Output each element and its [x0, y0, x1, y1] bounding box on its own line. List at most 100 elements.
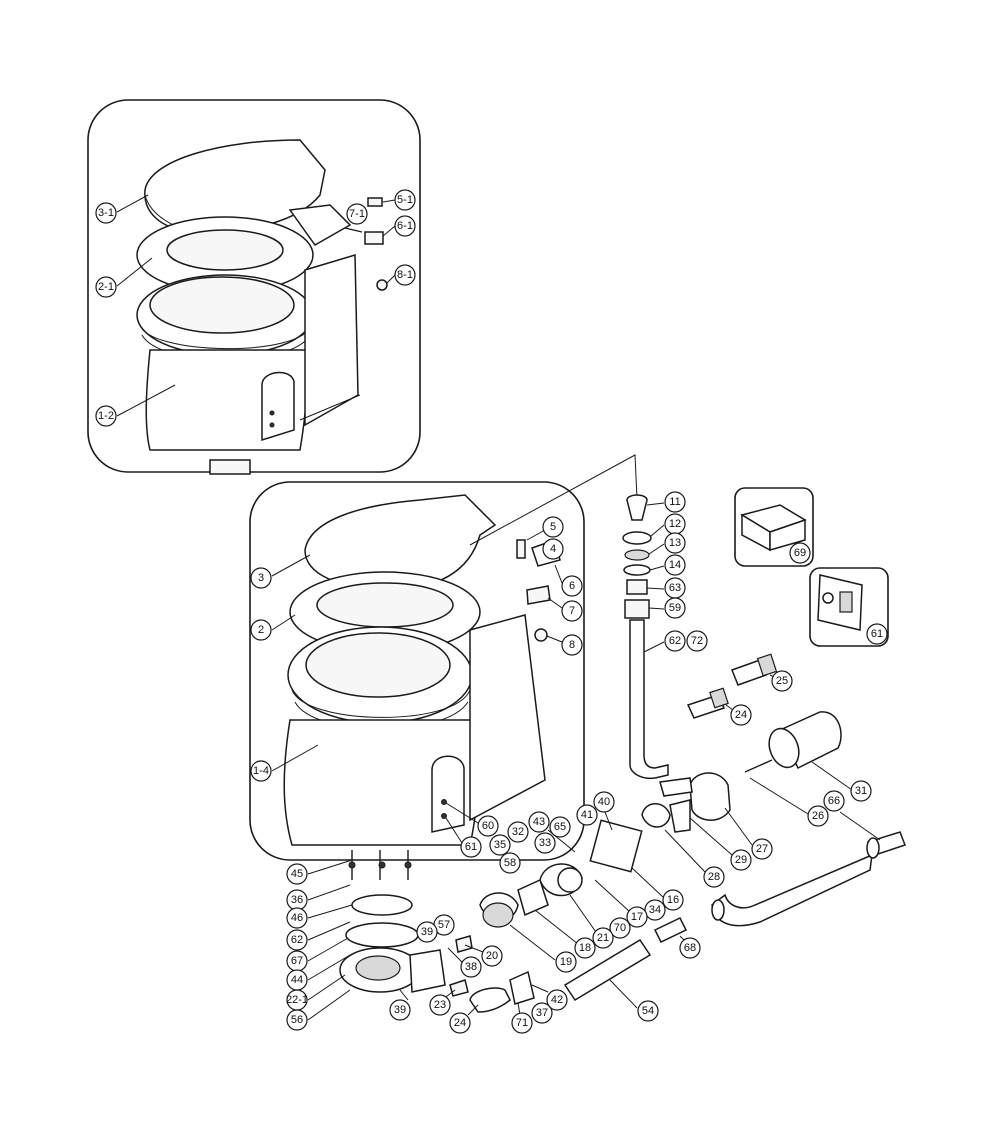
svg-text:25: 25	[776, 675, 788, 687]
svg-text:42: 42	[551, 994, 563, 1006]
svg-text:34: 34	[649, 904, 661, 916]
svg-text:3: 3	[258, 572, 264, 584]
main-toilet-assembly	[249, 481, 585, 880]
svg-text:69: 69	[794, 547, 806, 559]
svg-text:61: 61	[871, 628, 883, 640]
callout-39-lower: 39	[389, 999, 411, 1021]
callout-61-box: 61	[866, 623, 888, 645]
svg-text:2-1: 2-1	[98, 281, 114, 293]
svg-text:54: 54	[642, 1005, 654, 1017]
svg-text:7: 7	[569, 605, 575, 617]
callout-66: 66	[823, 790, 845, 812]
callout-38: 38	[460, 956, 482, 978]
svg-text:71: 71	[516, 1017, 528, 1029]
svg-text:65: 65	[554, 821, 566, 833]
callout-39-upper: 39	[416, 921, 438, 943]
callout-20: 20	[481, 945, 503, 967]
callout-46: 46	[286, 907, 308, 929]
callout-62-top: 62	[664, 630, 686, 652]
callout-24: 24	[449, 1012, 471, 1034]
svg-text:66: 66	[828, 795, 840, 807]
callout-68: 68	[679, 937, 701, 959]
callout-21: 21	[592, 927, 614, 949]
svg-text:62: 62	[669, 635, 681, 647]
svg-text:14: 14	[669, 559, 681, 571]
svg-text:3-1: 3-1	[98, 207, 114, 219]
callout-72: 72	[686, 630, 708, 652]
callout-11: 11	[664, 491, 686, 513]
svg-text:20: 20	[486, 950, 498, 962]
svg-text:68: 68	[684, 942, 696, 954]
callout-5: 5	[542, 516, 564, 538]
svg-text:57: 57	[438, 919, 450, 931]
svg-text:1-2: 1-2	[98, 410, 114, 422]
callout-22-1: 22-1	[286, 989, 308, 1011]
svg-text:37: 37	[536, 1007, 548, 1019]
svg-text:22-1: 22-1	[286, 994, 308, 1006]
callout-1-2: 1-2	[95, 405, 117, 427]
callout-65: 65	[549, 816, 571, 838]
callout-25: 25	[771, 670, 793, 692]
callout-19: 19	[555, 951, 577, 973]
callout-1-4: 1-4	[250, 760, 272, 782]
svg-text:43: 43	[533, 816, 545, 828]
callout-8-1: 8-1	[394, 264, 416, 286]
svg-text:13: 13	[669, 537, 681, 549]
svg-text:26: 26	[812, 810, 824, 822]
callout-3: 3	[250, 567, 272, 589]
svg-text:2: 2	[258, 624, 264, 636]
callout-12: 12	[664, 513, 686, 535]
callout-6-1: 6-1	[394, 215, 416, 237]
svg-text:31: 31	[855, 785, 867, 797]
callout-67: 67	[286, 950, 308, 972]
callout-33: 33	[534, 832, 556, 854]
svg-text:28: 28	[708, 871, 720, 883]
svg-text:7-1: 7-1	[349, 208, 365, 220]
callout-57: 57	[433, 914, 455, 936]
svg-text:24: 24	[454, 1017, 466, 1029]
callout-54: 54	[637, 1000, 659, 1022]
callout-16: 16	[662, 889, 684, 911]
svg-text:32: 32	[512, 826, 524, 838]
svg-text:63: 63	[669, 582, 681, 594]
callout-59: 59	[664, 597, 686, 619]
svg-text:40: 40	[598, 796, 610, 808]
callout-35: 35	[489, 834, 511, 856]
callout-17: 17	[626, 906, 648, 928]
svg-text:39: 39	[421, 926, 433, 938]
callout-45: 45	[286, 863, 308, 885]
svg-text:44: 44	[291, 974, 303, 986]
svg-text:8-1: 8-1	[397, 269, 413, 281]
svg-text:6: 6	[569, 580, 575, 592]
callout-41: 41	[576, 804, 598, 826]
svg-text:4: 4	[550, 543, 556, 555]
callout-13: 13	[664, 532, 686, 554]
callout-56: 56	[286, 1009, 308, 1031]
callout-26: 26	[807, 805, 829, 827]
svg-text:45: 45	[291, 868, 303, 880]
svg-text:19: 19	[560, 956, 572, 968]
callout-2-1: 2-1	[95, 276, 117, 298]
svg-text:1-4: 1-4	[253, 765, 269, 777]
svg-text:56: 56	[291, 1014, 303, 1026]
svg-text:8: 8	[569, 639, 575, 651]
callout-14: 14	[664, 554, 686, 576]
callout-37: 37	[531, 1002, 553, 1024]
callout-7-1: 7-1	[346, 203, 368, 225]
svg-text:60: 60	[482, 820, 494, 832]
inset-upper-assembly	[87, 99, 421, 475]
svg-text:29: 29	[735, 854, 747, 866]
callout-3-1: 3-1	[95, 202, 117, 224]
svg-text:59: 59	[669, 602, 681, 614]
svg-text:23: 23	[434, 999, 446, 1011]
callout-36: 36	[286, 889, 308, 911]
callout-18: 18	[574, 937, 596, 959]
svg-text:62: 62	[291, 934, 303, 946]
callout-42: 42	[546, 989, 568, 1011]
svg-text:72: 72	[691, 635, 703, 647]
callout-8: 8	[561, 634, 583, 656]
callout-61: 61	[460, 836, 482, 858]
callout-43: 43	[528, 811, 550, 833]
callout-71: 71	[511, 1012, 533, 1034]
